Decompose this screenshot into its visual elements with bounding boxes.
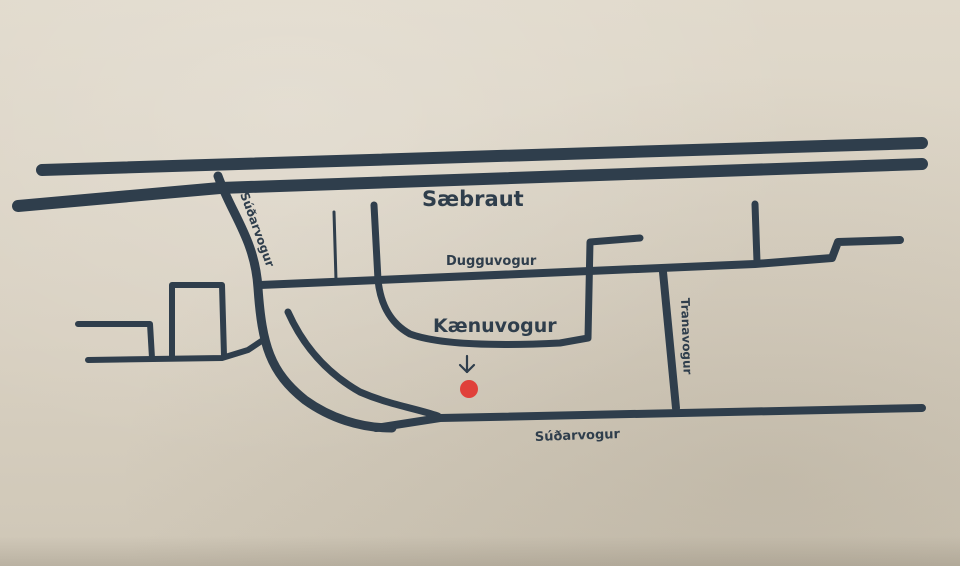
- road-sudarvogur-lower: [372, 404, 926, 432]
- road-sudarvogur-upper: [213, 171, 397, 433]
- down-arrow-icon: [458, 354, 476, 374]
- road-thin-line: [332, 210, 338, 282]
- label-tranavogur: Tranavogur: [678, 298, 695, 375]
- road-kaenuvogur: [370, 201, 644, 348]
- label-kaenuvogur: Kænuvogur: [433, 315, 557, 337]
- label-saebraut: Sæbraut: [422, 187, 524, 211]
- road-inner-branch: [284, 308, 442, 420]
- road-left-stub: [75, 321, 155, 361]
- label-dugguvogur: Dugguvogur: [446, 254, 537, 269]
- road-left-building: [169, 282, 227, 359]
- road-stub-right: [751, 200, 761, 266]
- road-left-connector: [85, 337, 266, 363]
- location-marker: [458, 354, 478, 398]
- label-sudarvogur-lower: Súðarvogur: [535, 427, 621, 445]
- road-tranavogur: [659, 268, 680, 412]
- road-dugguvogur: [256, 236, 904, 289]
- road-saebraut-north: [36, 137, 928, 176]
- location-dot: [460, 380, 478, 398]
